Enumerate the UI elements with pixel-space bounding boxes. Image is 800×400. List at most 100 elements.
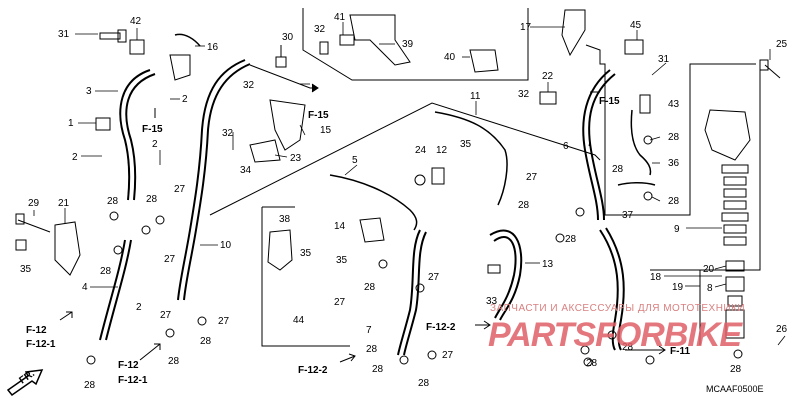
callout: 28: [84, 380, 96, 391]
callout: 27: [174, 184, 186, 195]
callout: 27: [334, 297, 346, 308]
bracket-15: [269, 99, 306, 151]
callout: 28: [668, 196, 680, 207]
callout: 14: [334, 221, 346, 232]
fitting-12: [431, 167, 445, 185]
caliper-21: [54, 221, 81, 276]
callout: 32: [243, 80, 255, 91]
diagram-code: MCAAF0500E: [706, 384, 764, 394]
section-ref: F-12-1: [118, 375, 148, 386]
callout: 35: [20, 264, 32, 275]
callout: 32: [314, 24, 326, 35]
brake-hose-10: [177, 59, 251, 301]
callout: 17: [520, 22, 532, 33]
callout: 43: [668, 99, 680, 110]
callout: 28: [565, 234, 577, 245]
washer-24: [414, 174, 426, 186]
bolt-31-left: [99, 29, 127, 43]
brake-pipe-16: [174, 33, 201, 47]
callouts: 31 42 16 30 3 2 1 2 2 29 21 35 28 28 28 …: [20, 12, 788, 391]
callout: 36: [668, 158, 680, 169]
callout: 28: [418, 378, 430, 389]
brake-pipe-5: [329, 174, 418, 231]
bolt-25: [759, 59, 781, 79]
callout: 35: [336, 255, 348, 266]
callout: 28: [200, 336, 212, 347]
brake-hose-3: [119, 69, 156, 201]
callout: 41: [334, 12, 346, 23]
joint-29: [15, 213, 51, 233]
callout: 31: [658, 54, 670, 65]
clip-1: [95, 117, 111, 131]
clip-41: [339, 34, 355, 46]
callout: 6: [563, 141, 569, 152]
callout: 27: [218, 316, 230, 327]
callout: 28: [586, 358, 598, 369]
callout: 32: [222, 128, 234, 139]
brake-hose-13: [489, 229, 523, 321]
callout: 40: [444, 52, 456, 63]
callout: 32: [518, 89, 530, 100]
callout: 28: [730, 364, 742, 375]
callout: 29: [28, 198, 40, 209]
callout: 7: [366, 325, 372, 336]
section-ref: F-15: [142, 124, 163, 135]
callout: 2: [182, 94, 188, 105]
callout: 35: [460, 139, 472, 150]
frame-center-diagonal: [209, 102, 601, 216]
section-ref: F-15: [308, 110, 329, 121]
frame-top-center: [302, 8, 529, 81]
section-ref: F-12-2: [426, 322, 456, 333]
callout: 2: [136, 302, 142, 313]
section-ref: F-12: [26, 325, 47, 336]
callout: 26: [776, 324, 788, 335]
callout: 15: [320, 125, 332, 136]
leader-lines: [33, 22, 786, 346]
callout: 4: [82, 282, 88, 293]
section-ref: F-12-1: [26, 339, 56, 350]
brake-hose-7: [397, 229, 427, 356]
frame-right-bracket: [650, 64, 761, 345]
callout: 2: [152, 139, 158, 150]
bracket-16: [169, 54, 191, 81]
callout: 24: [415, 145, 427, 156]
bracket-14: [359, 217, 385, 243]
frame-lower-center: [261, 206, 350, 347]
callout: 10: [220, 240, 232, 251]
section-ref: F-12: [118, 360, 139, 371]
callout: 12: [436, 145, 448, 156]
callout: 23: [290, 153, 302, 164]
callout: 28: [668, 132, 680, 143]
callout: 3: [86, 86, 92, 97]
bracket-38: [267, 229, 293, 271]
callout: 42: [130, 16, 142, 27]
callout: 38: [279, 214, 291, 225]
bracket-17: [561, 9, 586, 57]
callout: 18: [650, 272, 662, 283]
callout: 8: [707, 283, 713, 294]
callout: 45: [630, 20, 642, 31]
callout: 33: [486, 296, 498, 307]
callout: 31: [58, 29, 70, 40]
callout: 16: [207, 42, 219, 53]
callout: 35: [300, 248, 312, 259]
bolt-43: [639, 94, 651, 114]
callout: 34: [240, 165, 252, 176]
bolt-32-top: [319, 41, 329, 55]
callout: 9: [674, 224, 680, 235]
callout: 27: [428, 272, 440, 283]
front-direction-arrow: [6, 369, 44, 397]
frame-right-group: [585, 44, 756, 216]
callout: 37: [622, 210, 634, 221]
callout: 21: [58, 198, 70, 209]
callout: 28: [372, 364, 384, 375]
clip-42: [129, 39, 145, 55]
clip-40: [469, 49, 499, 73]
ref-arrows: [59, 64, 666, 363]
callout: 28: [146, 194, 158, 205]
callout: 1: [68, 118, 74, 129]
callout: 22: [542, 71, 554, 82]
clip-22: [539, 91, 557, 105]
